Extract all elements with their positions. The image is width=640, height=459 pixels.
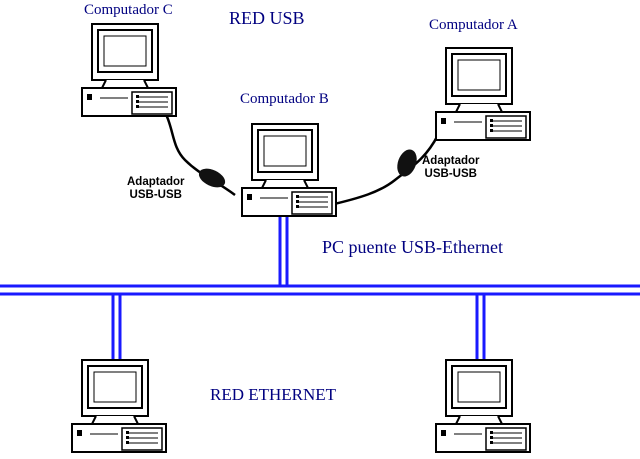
label-computer-c: Computador C [84,2,173,18]
label-bridge: PC puente USB-Ethernet [322,237,503,257]
adapter-left-line2: USB-USB [129,189,182,201]
label-red-usb: RED USB [229,8,305,28]
computer-c [81,23,177,117]
label-computer-a: Computador A [429,17,518,33]
label-computer-b: Computador B [240,91,329,107]
usb-adapter-left [198,168,226,188]
adapter-right-line2: USB-USB [424,168,477,180]
adapter-left-line1: Adaptador [127,176,185,188]
label-adapter-right: Adaptador USB-USB [422,155,480,181]
usb-adapter-right [397,149,417,177]
ethernet-backbone [0,216,640,360]
adapter-right-line1: Adaptador [422,155,480,167]
label-red-ethernet: RED ETHERNET [210,385,337,404]
ethernet-pc-left [71,359,167,453]
computer-b [241,123,337,217]
label-adapter-left: Adaptador USB-USB [127,176,185,202]
computer-a [435,47,531,141]
ethernet-pc-right [435,359,531,453]
